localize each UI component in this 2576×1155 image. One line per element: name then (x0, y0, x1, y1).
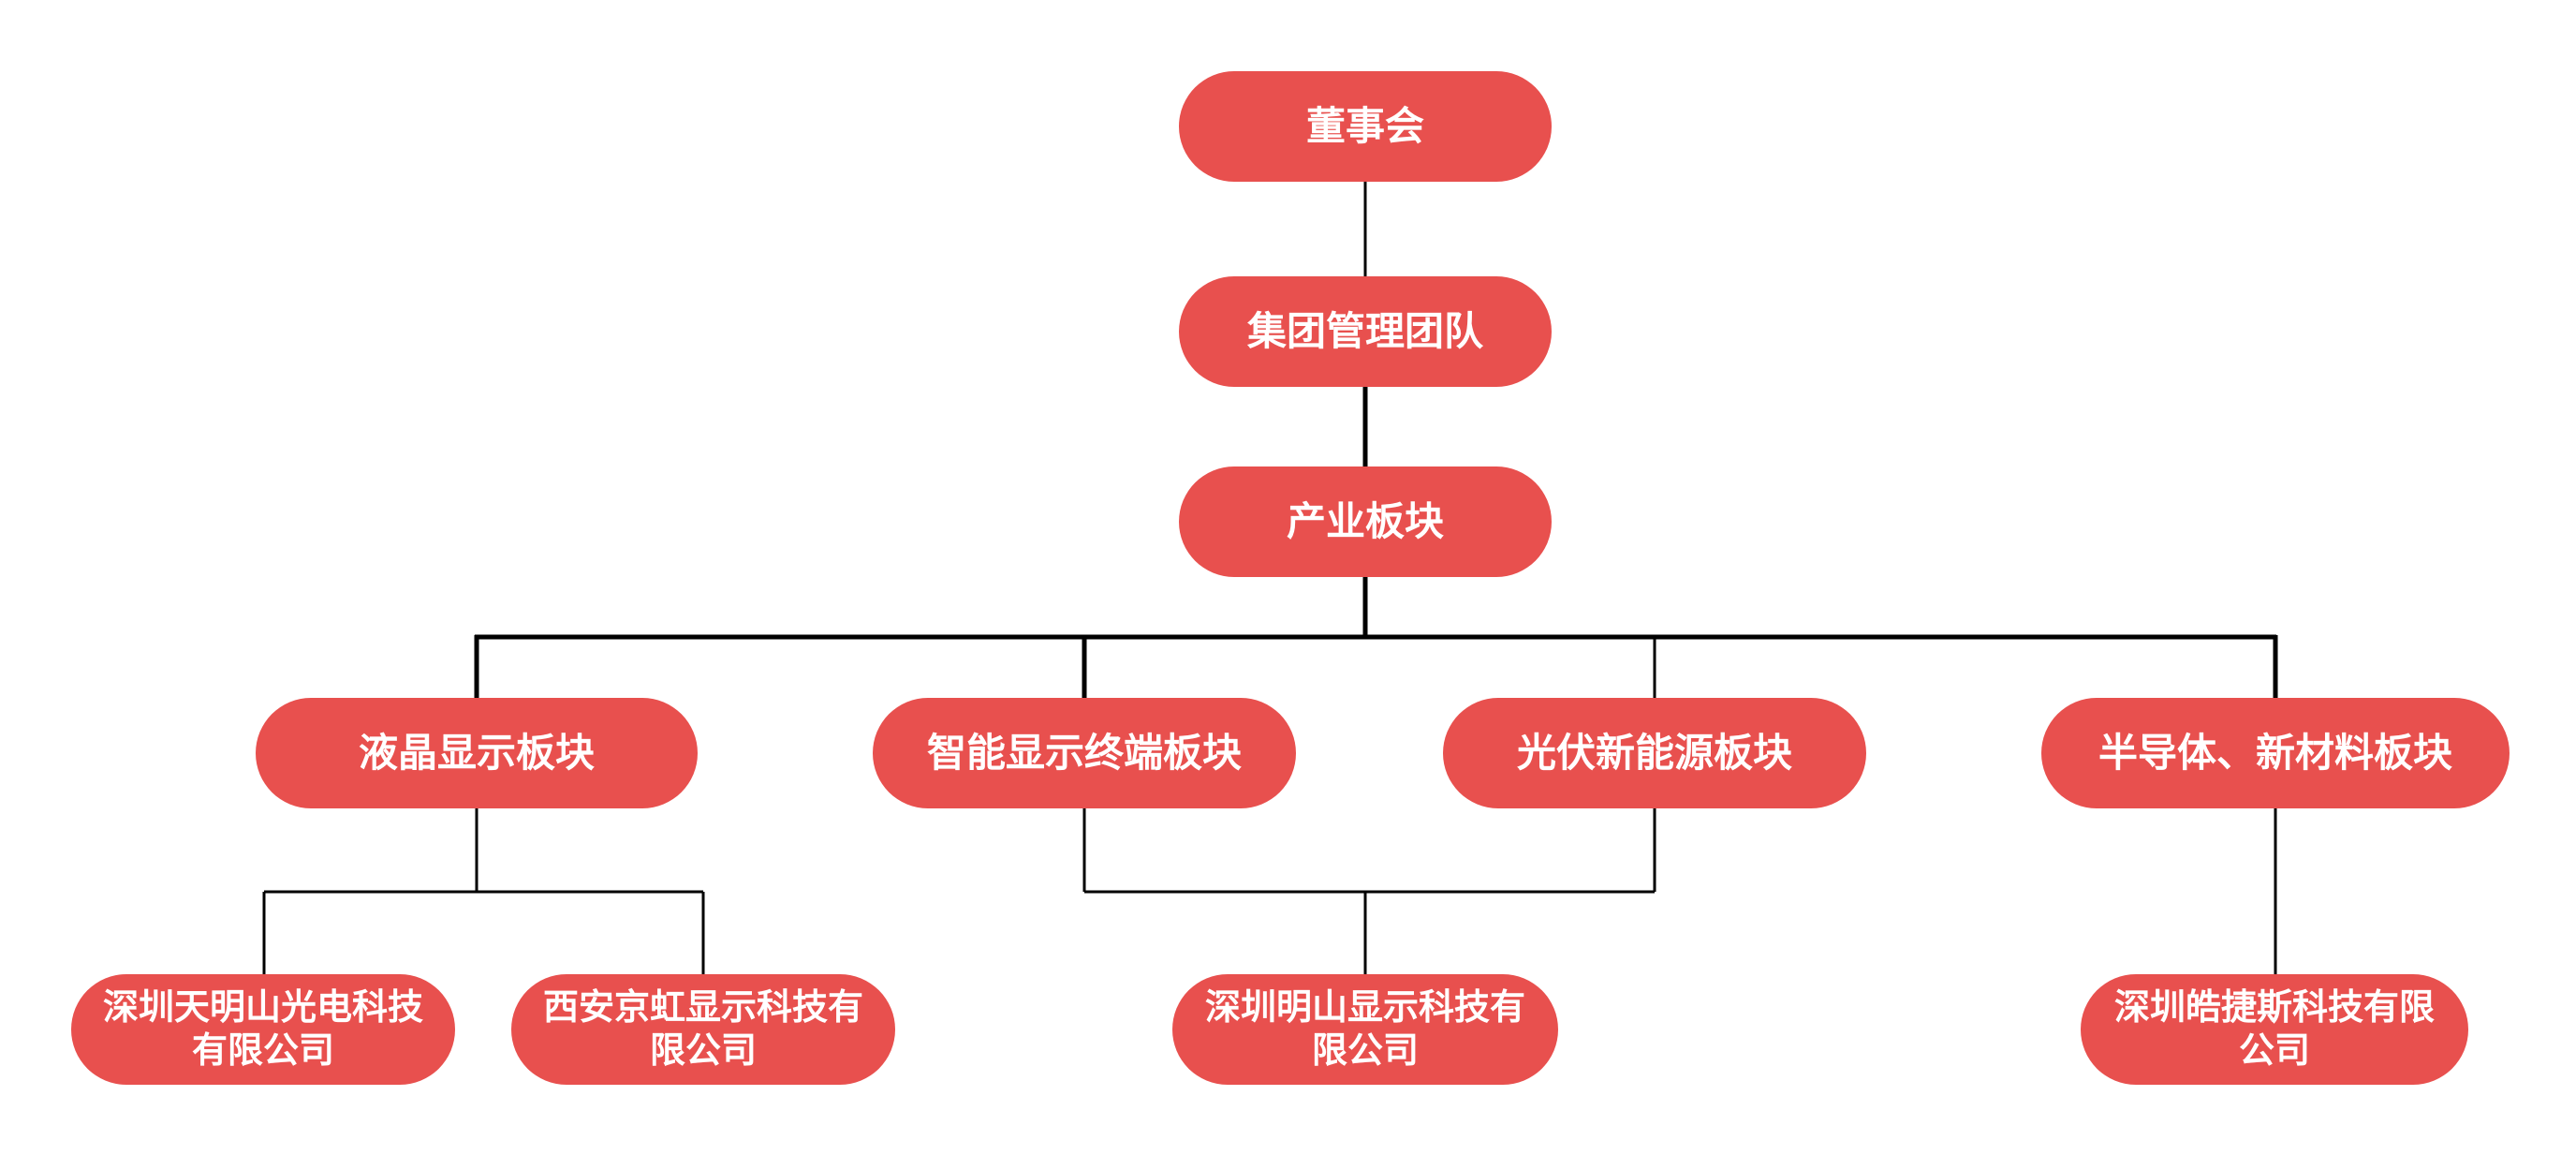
company-name-line-2: 限公司 (649, 1029, 757, 1071)
node-board-label: 董事会 (1305, 102, 1424, 149)
company-name-line-1: 深圳天明山光电科技 (102, 986, 423, 1029)
node-company-mingshan: 深圳明山显示科技有 限公司 (1172, 974, 1558, 1085)
node-industry-segments: 产业板块 (1179, 466, 1552, 577)
node-lcd-segment: 液晶显示板块 (256, 698, 698, 808)
node-semiconductor-segment: 半导体、新材料板块 (2041, 698, 2510, 808)
company-name-line-1: 深圳皓捷斯科技有限 (2113, 986, 2435, 1029)
node-semiconductor-segment-label: 半导体、新材料板块 (2098, 729, 2452, 776)
node-board: 董事会 (1179, 71, 1552, 182)
node-company-jinghong: 西安京虹显示科技有 限公司 (511, 974, 895, 1085)
node-management-team-label: 集团管理团队 (1246, 307, 1483, 354)
company-name-line-2: 公司 (2238, 1029, 2310, 1071)
node-smart-display-segment: 智能显示终端板块 (873, 698, 1296, 808)
company-name-line-2: 有限公司 (191, 1029, 334, 1071)
node-industry-segments-label: 产业板块 (1286, 497, 1444, 544)
company-name-line-1: 西安京虹显示科技有 (542, 986, 863, 1029)
company-name-line-1: 深圳明山显示科技有 (1204, 986, 1525, 1029)
node-pv-segment-label: 光伏新能源板块 (1516, 729, 1792, 776)
company-name-line-2: 限公司 (1311, 1029, 1419, 1071)
node-smart-display-segment-label: 智能显示终端板块 (926, 729, 1242, 776)
node-company-tianmingshan: 深圳天明山光电科技 有限公司 (71, 974, 455, 1085)
node-company-haojiesi: 深圳皓捷斯科技有限 公司 (2081, 974, 2468, 1085)
node-management-team: 集团管理团队 (1179, 276, 1552, 387)
node-pv-segment: 光伏新能源板块 (1443, 698, 1866, 808)
node-lcd-segment-label: 液晶显示板块 (358, 729, 595, 776)
